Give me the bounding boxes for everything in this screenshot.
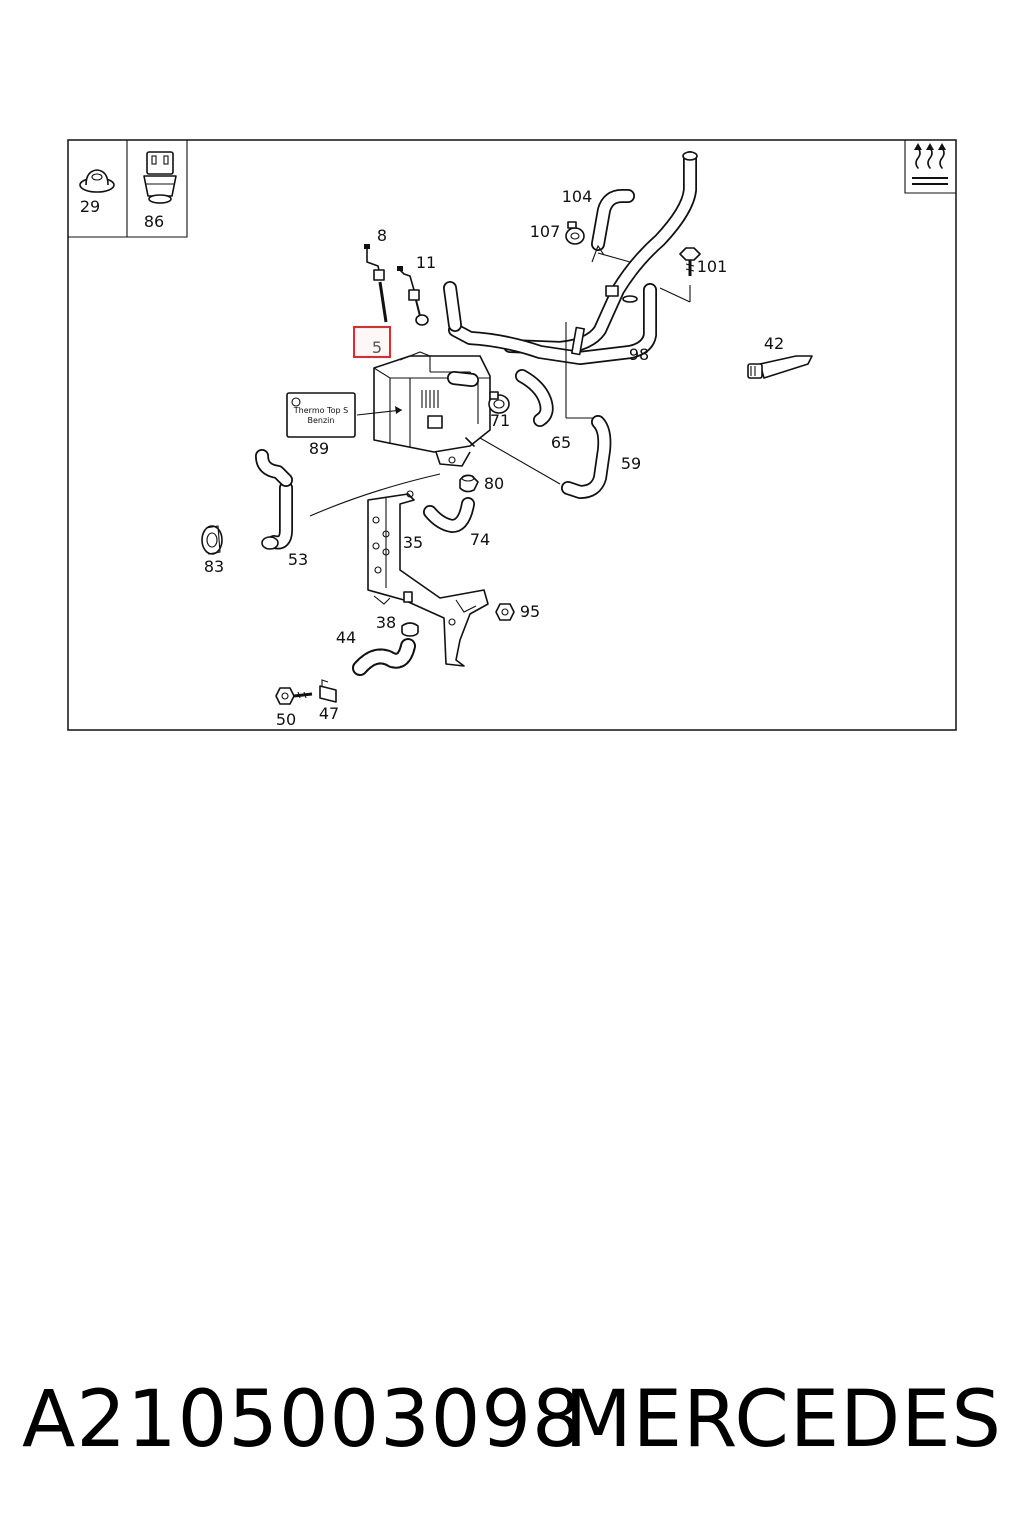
- elbow-80: [459, 474, 479, 493]
- nut-95-icon: [495, 603, 515, 621]
- inset-boxes: [68, 140, 188, 238]
- label-plate-89: Thermo Top S Benzin: [286, 392, 403, 438]
- sensor-11: [397, 266, 429, 326]
- hose-65: [515, 322, 600, 427]
- coolant-pipe-98: [443, 151, 698, 365]
- callout-8: 8: [377, 226, 387, 245]
- callout-98: 98: [629, 345, 649, 364]
- callout-5: 5: [372, 338, 382, 357]
- callout-107: 107: [530, 222, 561, 241]
- label-plate-line2: Benzin: [308, 416, 335, 425]
- callout-42: 42: [764, 334, 784, 353]
- sensor-8: [364, 244, 388, 323]
- hose-53: [255, 449, 441, 550]
- heater-unit-5: [373, 351, 491, 467]
- callout-86: 86: [144, 212, 164, 231]
- callout-74: 74: [470, 530, 490, 549]
- label-plate-line1: Thermo Top S: [293, 406, 348, 415]
- clamp-107: [565, 221, 585, 245]
- bracket-35: [367, 490, 489, 667]
- callout-71: 71: [490, 411, 510, 430]
- callout-29: 29: [80, 197, 100, 216]
- grommet-38-icon: [401, 622, 419, 637]
- hose-104: [591, 189, 635, 263]
- callout-104: 104: [562, 187, 593, 206]
- brand-name: MERCEDES: [564, 1375, 1002, 1465]
- callout-53: 53: [288, 550, 308, 569]
- callout-38: 38: [376, 613, 396, 632]
- paste-tube-42-icon: [747, 355, 813, 379]
- clamp-71: [488, 391, 510, 414]
- callout-89: 89: [309, 439, 329, 458]
- diagram-border: [67, 139, 957, 731]
- hose-59: [479, 415, 612, 499]
- screw-101-icon: [659, 247, 701, 303]
- part-number: A2105003098: [22, 1375, 583, 1465]
- callout-50: 50: [276, 710, 296, 729]
- heating-symbol-icon: [904, 140, 956, 194]
- callout-44: 44: [336, 628, 356, 647]
- callout-labels: 29 86 8 11 5 104 107 101 98 42 71 65 59 …: [80, 187, 784, 729]
- tube-74: [423, 497, 475, 533]
- callout-95: 95: [520, 602, 540, 621]
- callout-83: 83: [204, 557, 224, 576]
- parts-diagram: Thermo Top S Benzin: [0, 0, 1024, 760]
- callout-80: 80: [484, 474, 504, 493]
- flex-hose-44: [352, 638, 416, 676]
- grommet-icon: [79, 169, 115, 193]
- clip-83-icon: [201, 525, 223, 555]
- callout-35: 35: [403, 533, 423, 552]
- footer: A2105003098 MERCEDES: [0, 1370, 1024, 1480]
- screw-50-icon: [275, 687, 313, 705]
- callout-11: 11: [416, 253, 436, 272]
- callout-65: 65: [551, 433, 571, 452]
- clip-47-icon: [319, 679, 337, 703]
- sensor-icon: [143, 151, 177, 204]
- callout-47: 47: [319, 704, 339, 723]
- highlight-box-5: [353, 326, 391, 358]
- callout-101: 101: [697, 257, 728, 276]
- callout-59: 59: [621, 454, 641, 473]
